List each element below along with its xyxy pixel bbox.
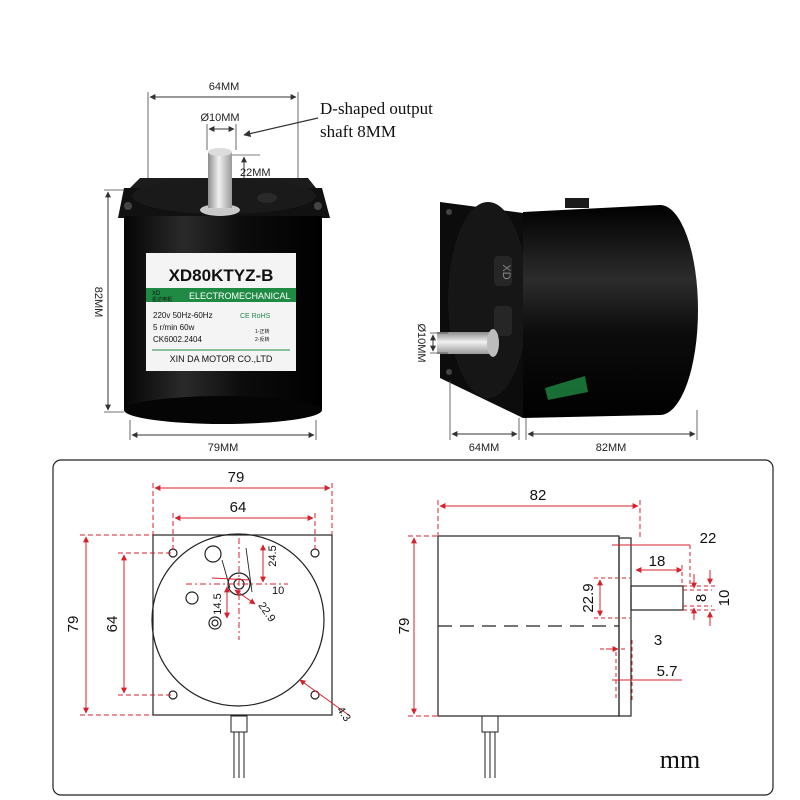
detail-line xyxy=(245,547,253,593)
side-shaft-collar xyxy=(487,329,499,357)
side-view-dimensions xyxy=(408,500,716,717)
mount-hole xyxy=(124,202,132,210)
side-10-label: 10 xyxy=(716,590,733,607)
shaft-diameter-label: Ø10MM xyxy=(200,112,239,124)
red-leader xyxy=(211,577,251,581)
wiring-1: 1-正转 xyxy=(255,328,269,335)
boss-top xyxy=(204,545,222,563)
side-18-label: 18 xyxy=(649,553,666,570)
output-shaft xyxy=(208,152,232,208)
annotation-arrow xyxy=(243,117,319,138)
side-8-label: 8 xyxy=(693,594,710,602)
front-hole-v-label: 64 xyxy=(104,616,121,633)
front-holes-label: 64 xyxy=(230,499,247,516)
front-height-label: 79 xyxy=(65,616,82,633)
side-length-dim-label: 82 xyxy=(530,487,547,504)
side-view-drawing xyxy=(437,535,684,717)
shaft-length-label: 22MM xyxy=(240,167,271,179)
side-label-edge xyxy=(545,376,588,400)
gear-boss xyxy=(494,306,512,336)
nameplate: XD80KTYZ-B XD 星达电机 ELECTROMECHANICAL 220… xyxy=(146,253,296,371)
detail-line xyxy=(221,559,231,589)
side-22-9-label: 22.9 xyxy=(580,583,597,612)
boss-bottom xyxy=(208,616,222,630)
brand-small-1: XD xyxy=(152,291,161,297)
green-band xyxy=(146,288,296,302)
mount-hole xyxy=(446,369,452,375)
motor-base xyxy=(124,396,322,424)
spec-line-2: 5 r/min 60w xyxy=(153,323,195,332)
mount-hole xyxy=(314,202,322,210)
side-logo: XD xyxy=(500,264,512,279)
side-shaft-dim-label: 22 xyxy=(700,530,717,547)
front-motor-photo: 64MM Ø10MM D-shaped output shaft 8MM 22M… xyxy=(92,81,433,454)
mount-hole xyxy=(446,209,452,215)
units-label: mm xyxy=(660,745,700,774)
annotation-line-2: shaft 8MM xyxy=(320,122,396,141)
spec-line-3: CK6002.2404 xyxy=(153,335,202,344)
front-outline xyxy=(152,534,333,716)
side-shaft xyxy=(437,332,493,354)
side-top-boss xyxy=(565,198,589,208)
side-5-7-label: 5.7 xyxy=(657,663,678,680)
brand-small-2: 星达电机 xyxy=(152,296,172,303)
cap-boss xyxy=(257,193,277,203)
side-flange-label: 64MM xyxy=(469,442,500,454)
side-length-label: 82MM xyxy=(596,442,627,454)
front-14-5-label: 14.5 xyxy=(212,593,224,614)
front-wires xyxy=(230,715,248,778)
wiring-2: 2-反转 xyxy=(255,336,269,343)
side-3-label: 3 xyxy=(654,632,662,649)
side-shaft-diameter-label: Ø10MM xyxy=(415,323,427,362)
side-motor-photo: XD Ø10MM 64MM 82MM xyxy=(415,198,698,454)
body-width-label: 79MM xyxy=(208,442,239,454)
side-view-labels: 82 79 22 18 22.9 8 10 3 5.7 xyxy=(396,487,733,680)
company-name: XIN DA MOTOR CO.,LTD xyxy=(170,354,273,364)
nameplate-bg xyxy=(146,253,296,371)
annotation-line-1: D-shaped output xyxy=(320,99,433,118)
model-name: XD80KTYZ-B xyxy=(169,266,274,285)
band-text: ELECTROMECHANICAL xyxy=(189,291,291,301)
front-overall-label: 79 xyxy=(228,469,245,486)
side-wires xyxy=(481,715,499,778)
height-label: 82MM xyxy=(92,287,104,318)
front-24-5-label: 24.5 xyxy=(267,545,279,566)
side-flange-outline xyxy=(618,537,632,717)
front-circle xyxy=(151,533,325,707)
boss-left xyxy=(185,591,199,605)
gear-boss xyxy=(494,256,512,286)
cert-marks: CE RoHS xyxy=(240,313,271,320)
front-view-dimensions xyxy=(80,483,351,717)
spec-line-1: 220v 50Hz-60Hz xyxy=(153,311,213,320)
side-body xyxy=(523,205,698,418)
side-shaft-outline xyxy=(630,585,684,611)
front-view-drawing xyxy=(151,533,333,716)
red-leader xyxy=(299,679,351,717)
side-gear-face xyxy=(448,202,528,398)
front-10-label: 10 xyxy=(272,585,284,597)
red-dim xyxy=(234,589,256,605)
boss-bottom-inner xyxy=(211,619,219,627)
top-width-label: 64MM xyxy=(209,81,240,93)
shaft-end xyxy=(208,148,232,156)
side-height-dim-label: 79 xyxy=(396,618,413,635)
